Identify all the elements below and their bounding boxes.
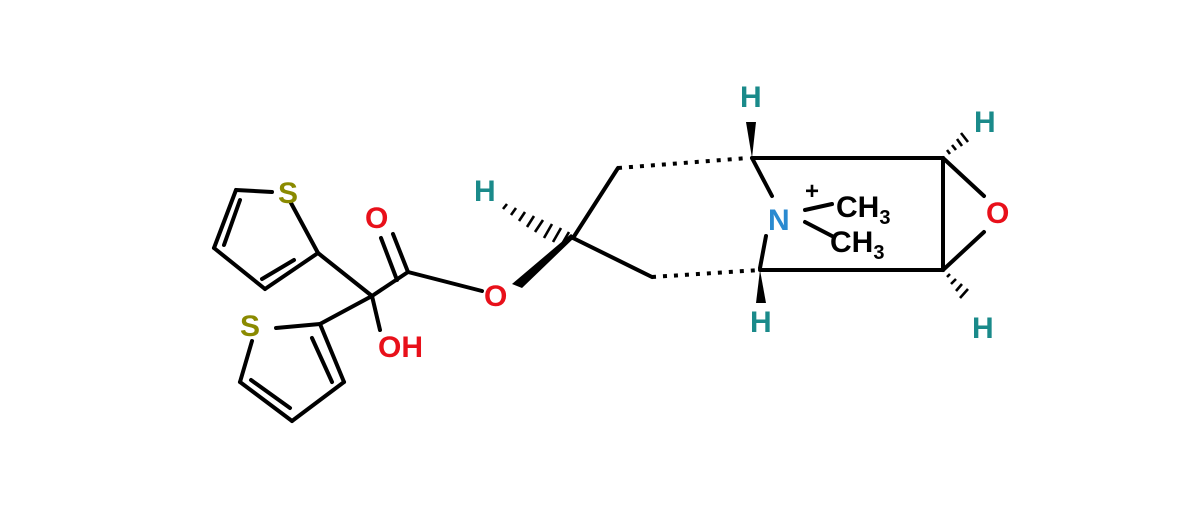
ester-oxygen-wedge [512,234,575,288]
epoxide-top-hash [945,132,970,155]
methyl-b-subscript: 3 [873,242,884,264]
hydroxyl-label: OH [378,331,423,364]
carbonyl-oxygen-label: O [365,202,388,235]
thiophene-ring-bottom [238,322,346,423]
methyl-b-ch: CH [830,226,873,259]
sulfur-top-label: S [278,177,298,210]
ester-linkage [316,232,484,332]
epoxide-bottom-hydrogen-label: H [972,312,994,345]
sulfur-bottom-label: S [240,310,260,343]
bridgehead-bottom-hydrogen-label: H [750,306,772,339]
thiophene-ring-top [212,188,320,291]
epoxide-top-hydrogen-label: H [974,106,996,139]
tropane-skeleton [571,156,986,279]
nitrogen-label: N [768,204,790,237]
epoxide-bottom-hash [946,273,969,299]
ester-oxygen-label: O [484,280,507,313]
methyl-label-a: CH3 [836,191,890,229]
bridgehead-top-wedge [746,122,756,158]
nitrogen-charge: + [805,178,819,205]
c3-hydrogen-hash [501,203,571,245]
methyl-a-ch: CH [836,191,879,224]
bridgehead-top-hydrogen-label: H [740,81,762,114]
c3-hydrogen-label: H [474,175,496,208]
epoxide-oxygen-label: O [986,197,1009,230]
bridgehead-bottom-wedge [756,270,766,303]
methyl-label-b: CH3 [830,226,884,264]
methyl-a-subscript: 3 [879,207,890,229]
